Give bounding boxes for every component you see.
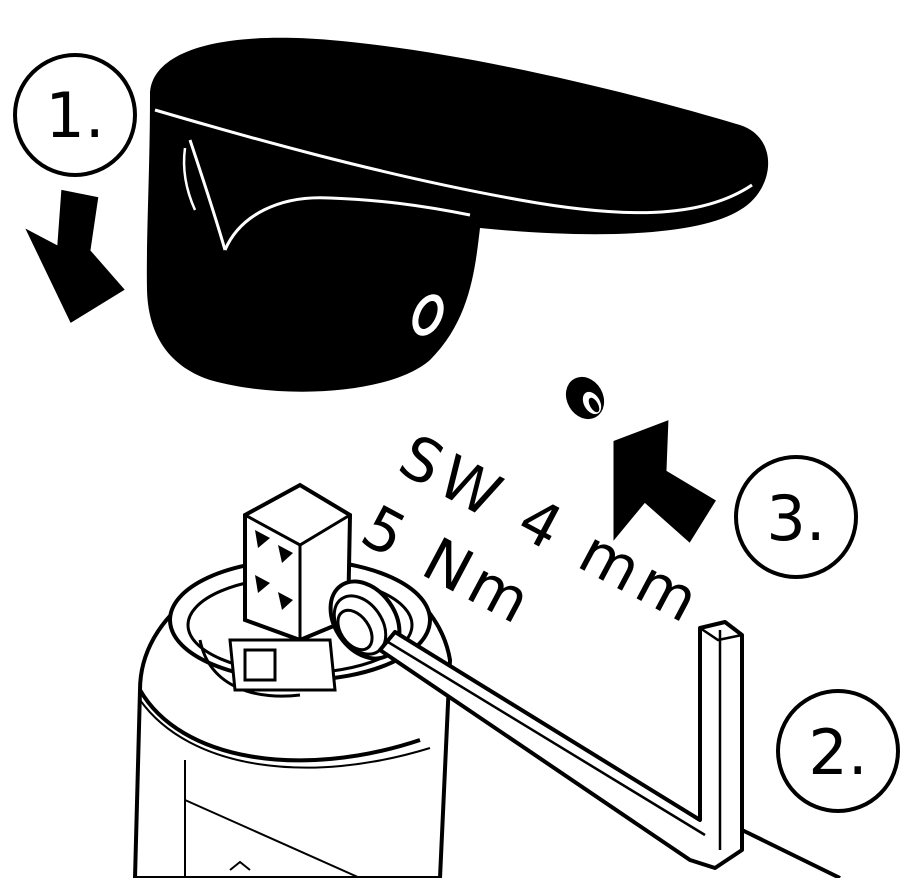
lever-handle [146, 37, 769, 392]
step-2-label: 2. [808, 716, 867, 789]
adapter-nut [328, 579, 402, 661]
step-3-marker: 3. [734, 455, 858, 579]
down-arrow-icon [18, 186, 130, 328]
step-3-circle [734, 455, 858, 579]
step-2-marker: 2. [776, 689, 900, 813]
insert-arrow-icon [610, 415, 721, 550]
step-1-label: 1. [45, 79, 104, 152]
step-1-marker: 1. [13, 53, 137, 177]
cartridge-spindle [228, 482, 353, 692]
step-3-label: 3. [766, 482, 825, 555]
hex-key [378, 620, 841, 880]
step-1-circle [13, 53, 137, 177]
step-2-circle [776, 689, 900, 813]
set-screw [565, 376, 605, 420]
